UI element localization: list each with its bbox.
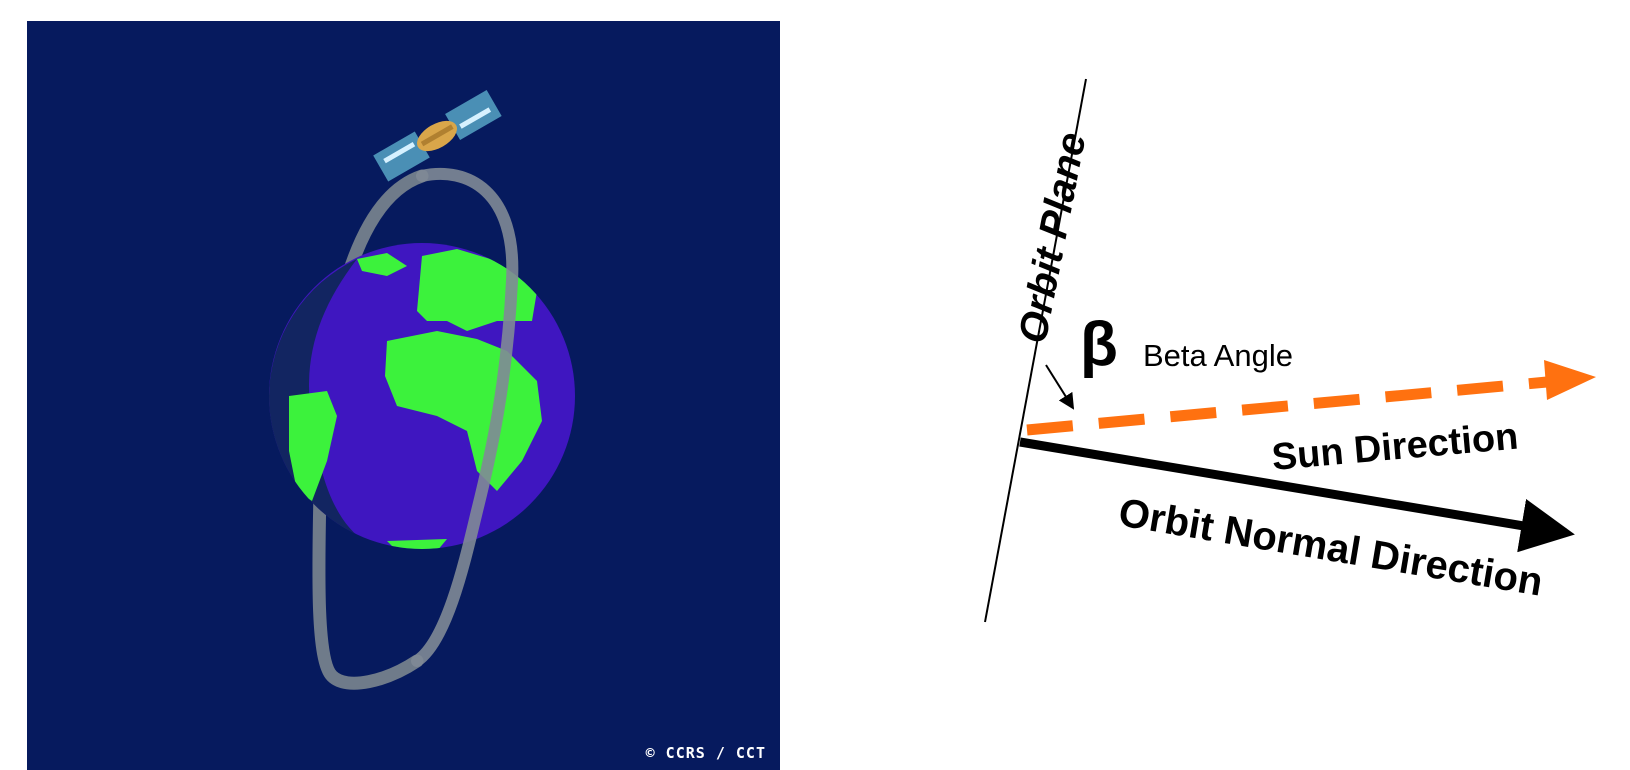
beta-angle-label: Beta Angle bbox=[1143, 338, 1293, 373]
sun-direction-arrow bbox=[1026, 376, 1548, 436]
orbit-ring-front bbox=[411, 167, 519, 667]
beta-symbol: β bbox=[1080, 310, 1118, 379]
landmass-south-america bbox=[289, 391, 337, 501]
sun-direction-label: Sun Direction bbox=[1270, 416, 1520, 479]
orbit-ring-back bbox=[312, 169, 429, 690]
satellite-illustration: © CCRS / CCT bbox=[27, 21, 780, 770]
satellite-icon bbox=[373, 90, 502, 182]
orbit-normal-label: Orbit Normal Direction bbox=[1116, 490, 1546, 604]
beta-indicator-arrow bbox=[1045, 364, 1075, 410]
beta-angle-diagram: Orbit Plane β Beta Angle Sun Direction O… bbox=[984, 78, 1596, 623]
illustration-canvas bbox=[269, 90, 575, 690]
earth-globe bbox=[269, 243, 575, 549]
orbit-normal-arrow bbox=[1019, 437, 1575, 553]
orbit-plane-line bbox=[984, 78, 1087, 623]
landmass-europe-africa bbox=[385, 249, 542, 491]
sun-arrow-head bbox=[1544, 360, 1596, 400]
image-credit: © CCRS / CCT bbox=[645, 744, 766, 762]
